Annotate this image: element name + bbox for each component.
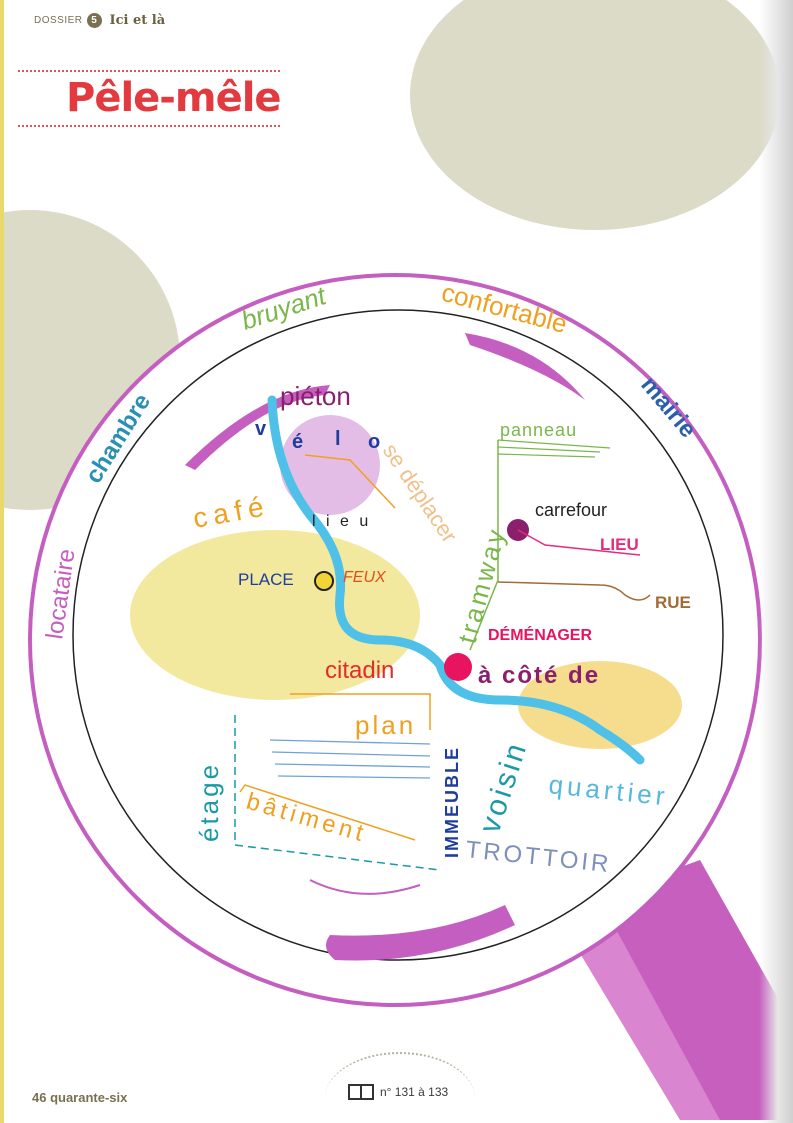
dossier-number-badge: 5 [86,13,102,28]
word-place: PLACE [238,570,294,589]
line-batiment [239,784,416,841]
yellow-blob-right [518,661,682,749]
word-etage: étage [194,762,224,842]
yellow-blob-left [130,530,420,700]
page-header: DOSSIER 5 Ici et là [34,13,165,28]
dossier-label: DOSSIER [34,15,83,26]
line-plan [290,693,431,730]
word-demenager: DÉMÉNAGER [488,625,592,644]
word-lieu-lower: l i e u [312,513,371,530]
a-cote-dot [444,653,472,681]
accent-left [185,385,330,470]
section-title: Ici et là [109,13,166,28]
gray-blob-top-right [410,0,780,230]
line-velo [304,454,396,509]
word-rue: RUE [655,593,691,612]
word-panneau: panneau [500,420,577,440]
line-rue [497,581,651,601]
word-plan: plan [355,710,416,740]
word-citadin: citadin [325,657,394,684]
word-pieton: piéton [280,381,351,411]
magnifier-handle [590,860,790,1120]
magnifier-handle-shade [560,900,720,1120]
word-immeuble: IMMEUBLE [442,746,462,858]
pink-blob [280,415,380,515]
word-velo-o: o [368,431,380,453]
place-dot [314,571,334,591]
word-velo-e: é [292,431,303,453]
word-lieu-upper: LIEU [600,535,639,554]
word-velo-l: l [335,428,341,450]
footer-reference: n° 131 à 133 [348,1084,448,1100]
word-a-cote-de: à côté de [478,662,600,689]
book-icon [348,1084,374,1100]
line-panneau [497,439,611,458]
river [267,395,645,765]
page-edge-shadow [759,0,793,1123]
accent-bottom-thin [309,879,421,895]
page-number: 46 quarante-six [32,1090,128,1105]
accent-top [465,333,585,400]
footer-arc [325,1052,475,1123]
title-dotted-line-bottom [18,125,280,127]
word-velo-v: v [255,418,267,440]
title-dotted-line-top [18,70,280,72]
line-lines-blue [269,739,431,779]
line-lieu [517,529,641,556]
word-carrefour: carrefour [535,500,607,520]
reference-text: n° 131 à 133 [380,1085,449,1099]
page-title: Pêle-mêle [66,75,282,121]
accent-bottom [326,905,515,961]
line-tramway [469,440,499,651]
line-etage [234,715,441,871]
word-feux: FEUX [343,569,387,586]
left-margin-bar [0,0,4,1123]
